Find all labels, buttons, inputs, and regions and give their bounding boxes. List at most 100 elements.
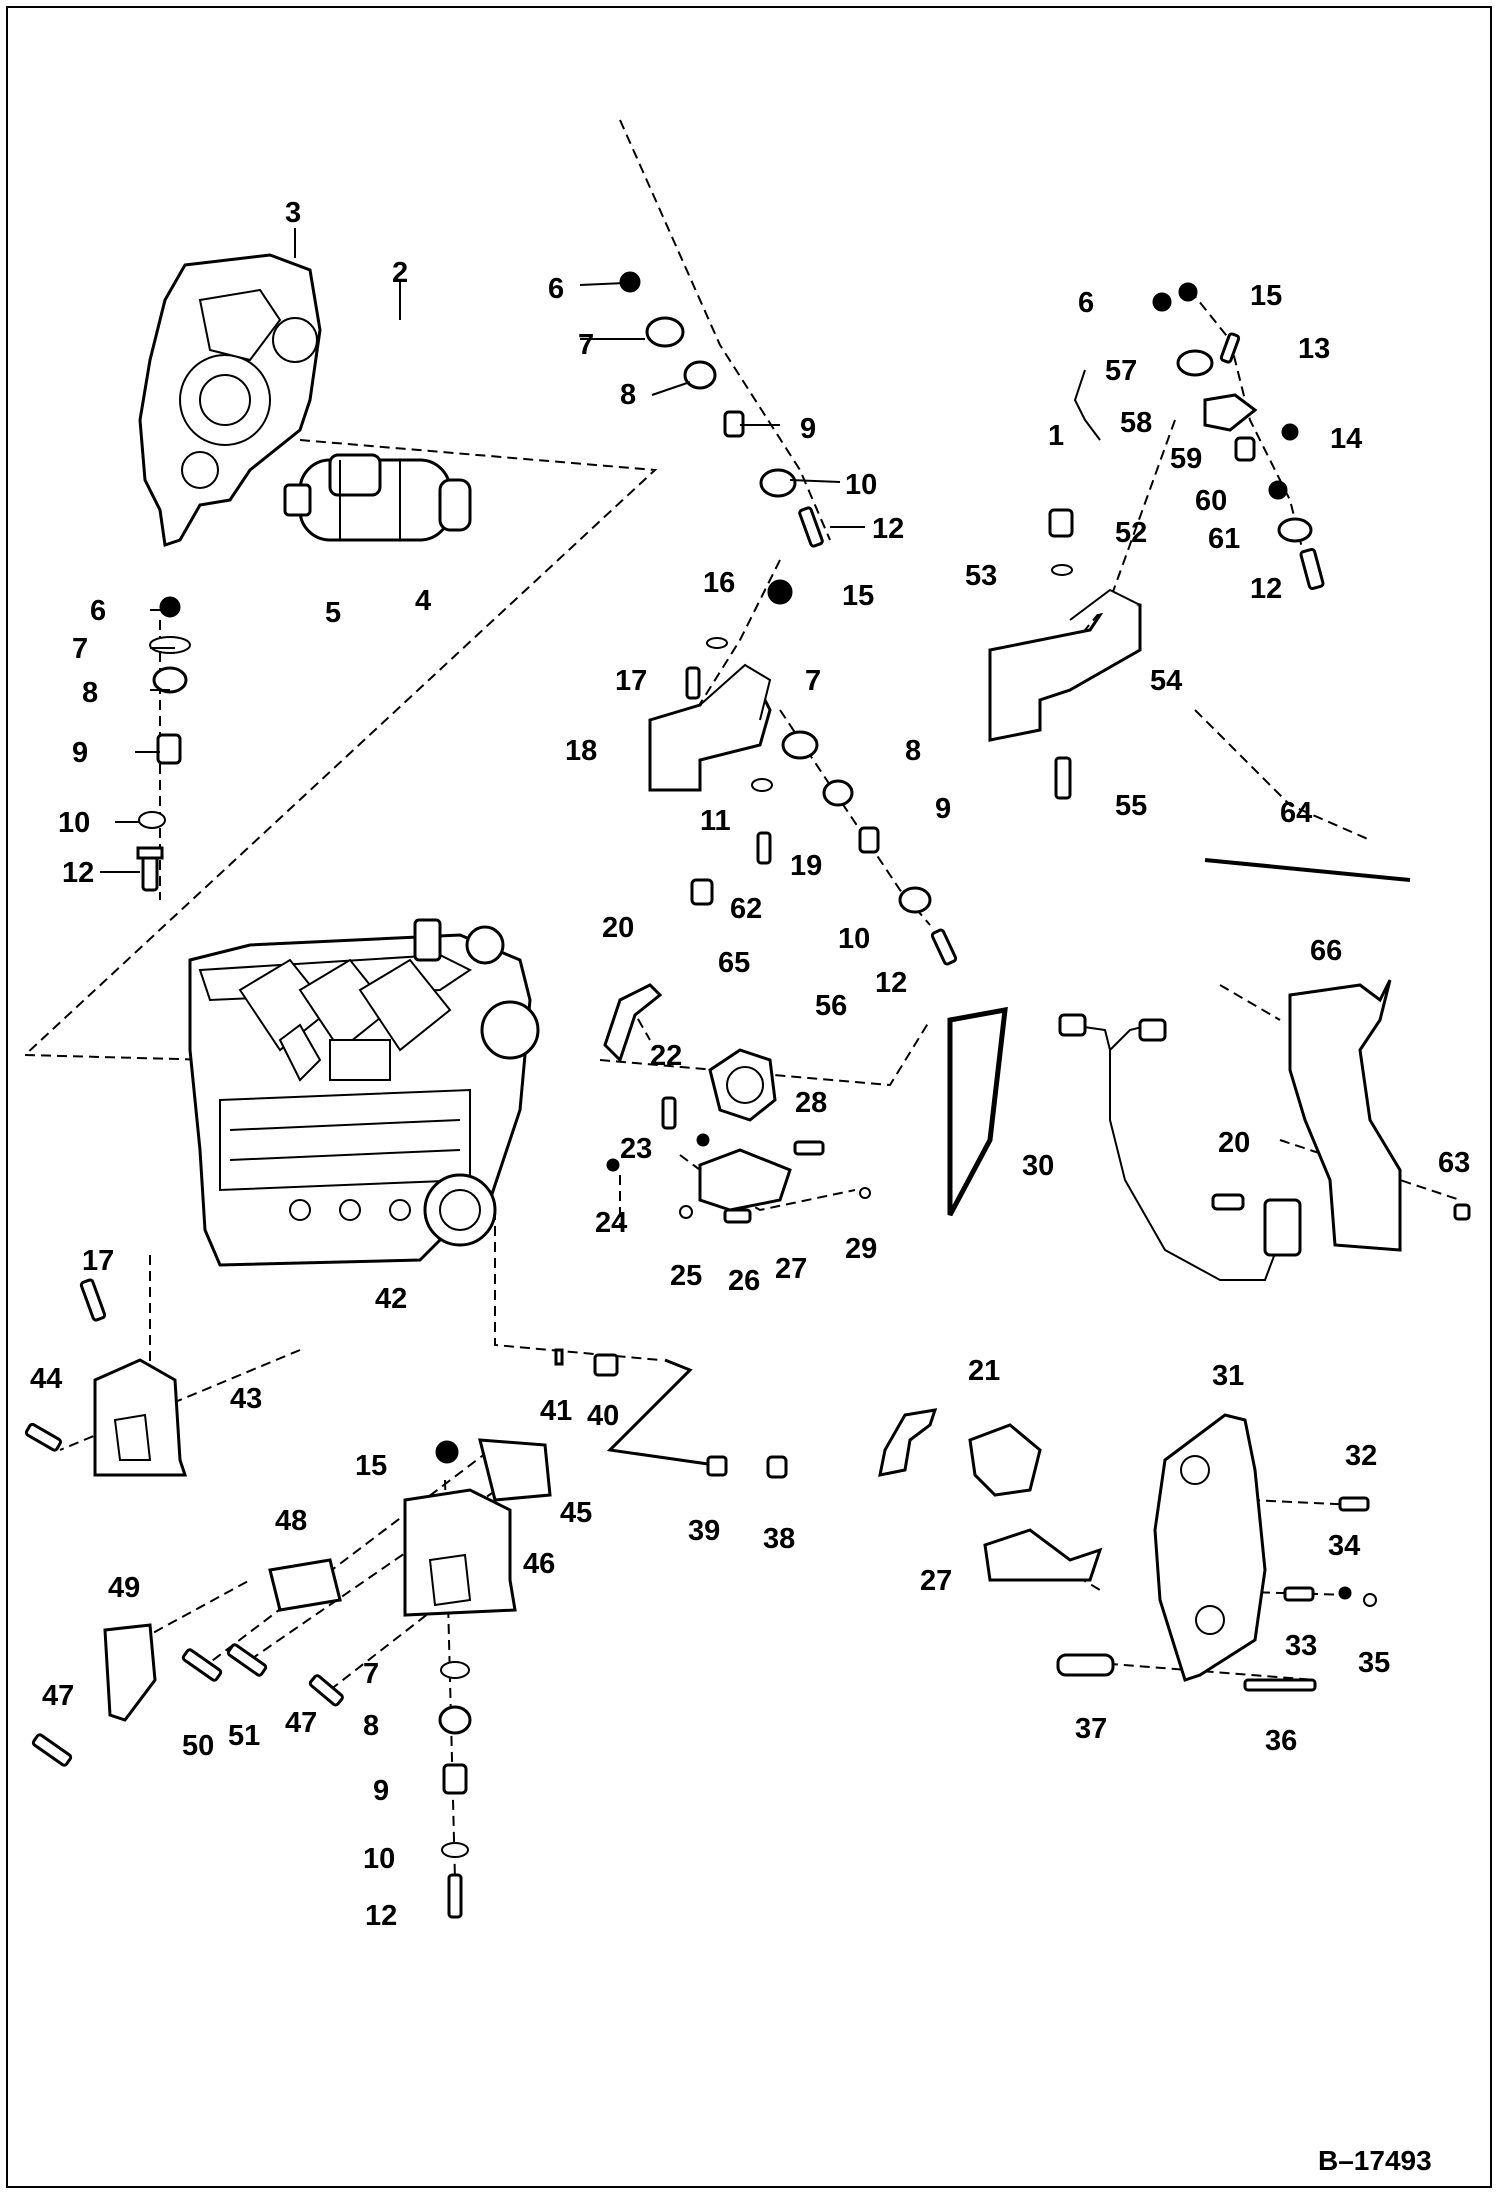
callout-32: 32 xyxy=(1345,1440,1377,1472)
callout-10: 10 xyxy=(363,1843,395,1875)
callout-47: 47 xyxy=(285,1707,317,1739)
callout-59: 59 xyxy=(1170,443,1202,475)
callout-19: 19 xyxy=(790,850,822,882)
callout-27: 27 xyxy=(775,1253,807,1285)
callout-58: 58 xyxy=(1120,407,1152,439)
starter-motor xyxy=(283,453,472,542)
callout-64: 64 xyxy=(1280,797,1312,829)
callout-62: 62 xyxy=(730,893,762,925)
callout-1: 1 xyxy=(1048,420,1064,452)
callout-48: 48 xyxy=(275,1505,307,1537)
wiring-harness xyxy=(1058,1013,1302,1281)
callout-10: 10 xyxy=(58,807,90,839)
callout-12: 12 xyxy=(872,513,904,545)
lower-mount-stack xyxy=(438,1661,472,1919)
callout-40: 40 xyxy=(587,1400,619,1432)
callout-18: 18 xyxy=(565,735,597,767)
callout-8: 8 xyxy=(363,1710,379,1742)
callout-60: 60 xyxy=(1195,485,1227,517)
callout-41: 41 xyxy=(540,1395,572,1427)
callout-56: 56 xyxy=(815,990,847,1022)
callout-33: 33 xyxy=(1285,1630,1317,1662)
callout-7: 7 xyxy=(363,1658,379,1690)
callout-49: 49 xyxy=(108,1572,140,1604)
oil-pipe xyxy=(554,1348,788,1479)
callout-2: 2 xyxy=(392,257,408,289)
callout-47: 47 xyxy=(42,1680,74,1712)
mount-brackets-lower xyxy=(24,1278,552,1767)
callout-42: 42 xyxy=(375,1283,407,1315)
callout-14: 14 xyxy=(1330,423,1362,455)
callout-16: 16 xyxy=(703,567,735,599)
callout-37: 37 xyxy=(1075,1713,1107,1745)
callout-5: 5 xyxy=(325,597,341,629)
callout-12: 12 xyxy=(365,1900,397,1932)
callout-31: 31 xyxy=(1212,1360,1244,1392)
callout-39: 39 xyxy=(688,1515,720,1547)
callout-15: 15 xyxy=(1250,280,1282,312)
callout-21: 21 xyxy=(968,1355,1000,1387)
diagram-frame xyxy=(6,6,1492,2188)
callout-17: 17 xyxy=(615,665,647,697)
callout-4: 4 xyxy=(415,585,431,617)
callout-36: 36 xyxy=(1265,1725,1297,1757)
callout-9: 9 xyxy=(373,1775,389,1807)
callout-61: 61 xyxy=(1208,523,1240,555)
callout-45: 45 xyxy=(560,1497,592,1529)
callout-6: 6 xyxy=(548,273,564,305)
callout-63: 63 xyxy=(1438,1147,1470,1179)
callout-51: 51 xyxy=(228,1720,260,1752)
lower-right-parts xyxy=(878,1193,1471,1692)
callout-20: 20 xyxy=(1218,1127,1250,1159)
callout-43: 43 xyxy=(230,1383,262,1415)
callout-52: 52 xyxy=(1115,517,1147,549)
callout-12: 12 xyxy=(1250,573,1282,605)
callout-44: 44 xyxy=(30,1363,62,1395)
top-mount-stack xyxy=(619,271,824,548)
right-bracket xyxy=(988,508,1142,800)
leader-lines xyxy=(100,228,865,873)
callout-53: 53 xyxy=(965,560,997,592)
right-top-mount xyxy=(1073,282,1325,590)
callout-65: 65 xyxy=(718,947,750,979)
callout-55: 55 xyxy=(1115,790,1147,822)
callout-8: 8 xyxy=(905,735,921,767)
callout-7: 7 xyxy=(578,329,594,361)
callout-9: 9 xyxy=(800,413,816,445)
callout-50: 50 xyxy=(182,1730,214,1762)
callout-46: 46 xyxy=(523,1548,555,1580)
callout-23: 23 xyxy=(620,1133,652,1165)
callout-7: 7 xyxy=(72,633,88,665)
callout-34: 34 xyxy=(1328,1530,1360,1562)
callout-38: 38 xyxy=(763,1523,795,1555)
callout-9: 9 xyxy=(935,793,951,825)
callout-28: 28 xyxy=(795,1087,827,1119)
engine-block xyxy=(188,918,540,1267)
gear-case-cover xyxy=(138,253,322,547)
callout-15: 15 xyxy=(842,580,874,612)
left-mount-stack xyxy=(136,596,191,892)
callout-6: 6 xyxy=(1078,287,1094,319)
callout-6: 6 xyxy=(90,595,106,627)
figure-reference: B–17493 xyxy=(1318,2145,1432,2176)
callout-66: 66 xyxy=(1310,935,1342,967)
shroud-bracket xyxy=(1288,979,1402,1252)
callout-20: 20 xyxy=(602,912,634,944)
callout-9: 9 xyxy=(72,737,88,769)
callout-15: 15 xyxy=(355,1450,387,1482)
callout-27: 27 xyxy=(920,1565,952,1597)
callout-8: 8 xyxy=(82,677,98,709)
assembly-lines xyxy=(22,119,1461,1881)
callout-26: 26 xyxy=(728,1265,760,1297)
callout-labels: 3 2 4 5 6 7 8 9 10 12 6 7 8 9 10 12 16 1… xyxy=(30,197,1470,2176)
long-bolt xyxy=(1204,858,1411,882)
callout-7: 7 xyxy=(805,665,821,697)
callout-17: 17 xyxy=(82,1245,114,1277)
callout-22: 22 xyxy=(650,1040,682,1072)
drive-belt xyxy=(947,1006,1008,1217)
callout-29: 29 xyxy=(845,1233,877,1265)
callout-54: 54 xyxy=(1150,665,1182,697)
callout-35: 35 xyxy=(1358,1647,1390,1679)
callout-24: 24 xyxy=(595,1207,627,1239)
